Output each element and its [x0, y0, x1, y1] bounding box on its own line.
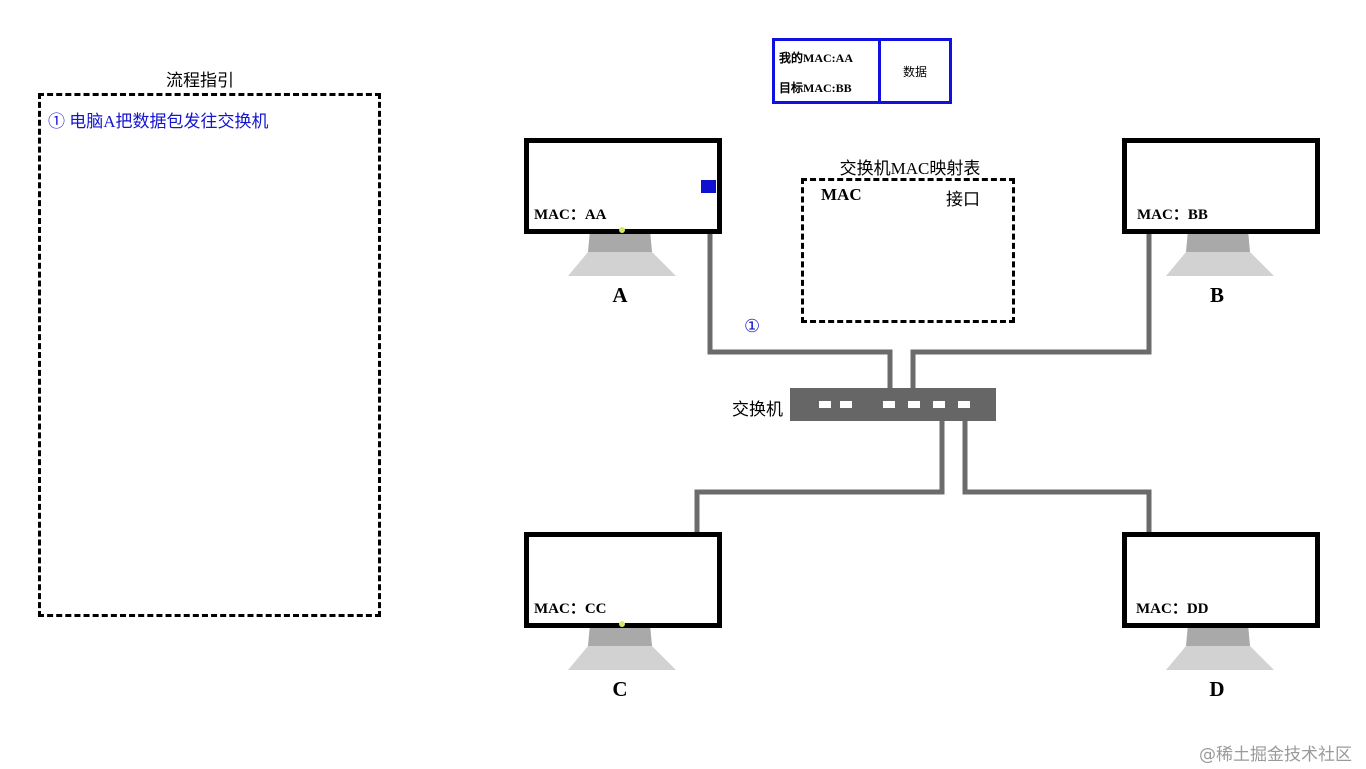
computer-b-mac: MAC：BB	[1137, 207, 1208, 223]
switch-label: 交换机	[732, 400, 783, 419]
switch-port	[958, 401, 970, 408]
cable-c	[694, 420, 945, 534]
switch-port	[908, 401, 920, 408]
guide-panel	[38, 93, 381, 617]
switch-port	[840, 401, 852, 408]
switch-port	[819, 401, 831, 408]
watermark: @稀土掘金技术社区	[1199, 745, 1352, 765]
packet-src-mac: 我的MAC:AA	[779, 51, 853, 65]
mac-table-title: 交换机MAC映射表	[839, 159, 981, 178]
cable-a	[707, 232, 893, 390]
packet-icon	[701, 180, 716, 193]
cable-d	[962, 420, 1152, 534]
data-packet: 我的MAC:AA 目标MAC:BB 数据	[772, 38, 952, 104]
computer-c-mac: MAC：CC	[534, 601, 607, 617]
computer-b-monitor[interactable]	[1122, 138, 1320, 234]
computer-b-name: B	[1209, 283, 1224, 307]
computer-c-stand	[568, 624, 678, 677]
packet-payload: 数据	[902, 64, 927, 79]
computer-a-name: A	[612, 283, 628, 307]
computer-c-name: C	[612, 677, 628, 701]
computer-b-stand	[1166, 230, 1276, 283]
computer-d-name: D	[1209, 677, 1225, 701]
mac-table-col-port: 接口	[946, 190, 980, 209]
packet-dst-mac: 目标MAC:BB	[779, 81, 852, 95]
computer-d-monitor[interactable]	[1122, 532, 1320, 628]
mac-table	[801, 178, 1015, 323]
computer-d-mac: MAC：DD	[1136, 601, 1209, 617]
packet-header: 我的MAC:AA 目标MAC:BB	[775, 41, 881, 101]
mac-table-col-mac: MAC	[821, 185, 862, 204]
computer-a-mac: MAC：AA	[534, 207, 607, 223]
computer-a-stand	[568, 230, 678, 283]
switch-port	[883, 401, 895, 408]
network-switch[interactable]	[790, 388, 996, 421]
cursor-icon	[619, 227, 625, 233]
guide-title: 流程指引	[166, 71, 234, 90]
switch-port	[933, 401, 945, 408]
computer-d-stand	[1166, 624, 1276, 677]
link-step-marker: ①	[744, 316, 761, 336]
cable-b	[910, 232, 1152, 390]
guide-step-1: ① 电脑A把数据包发往交换机	[48, 112, 269, 131]
cursor-icon	[619, 621, 625, 627]
